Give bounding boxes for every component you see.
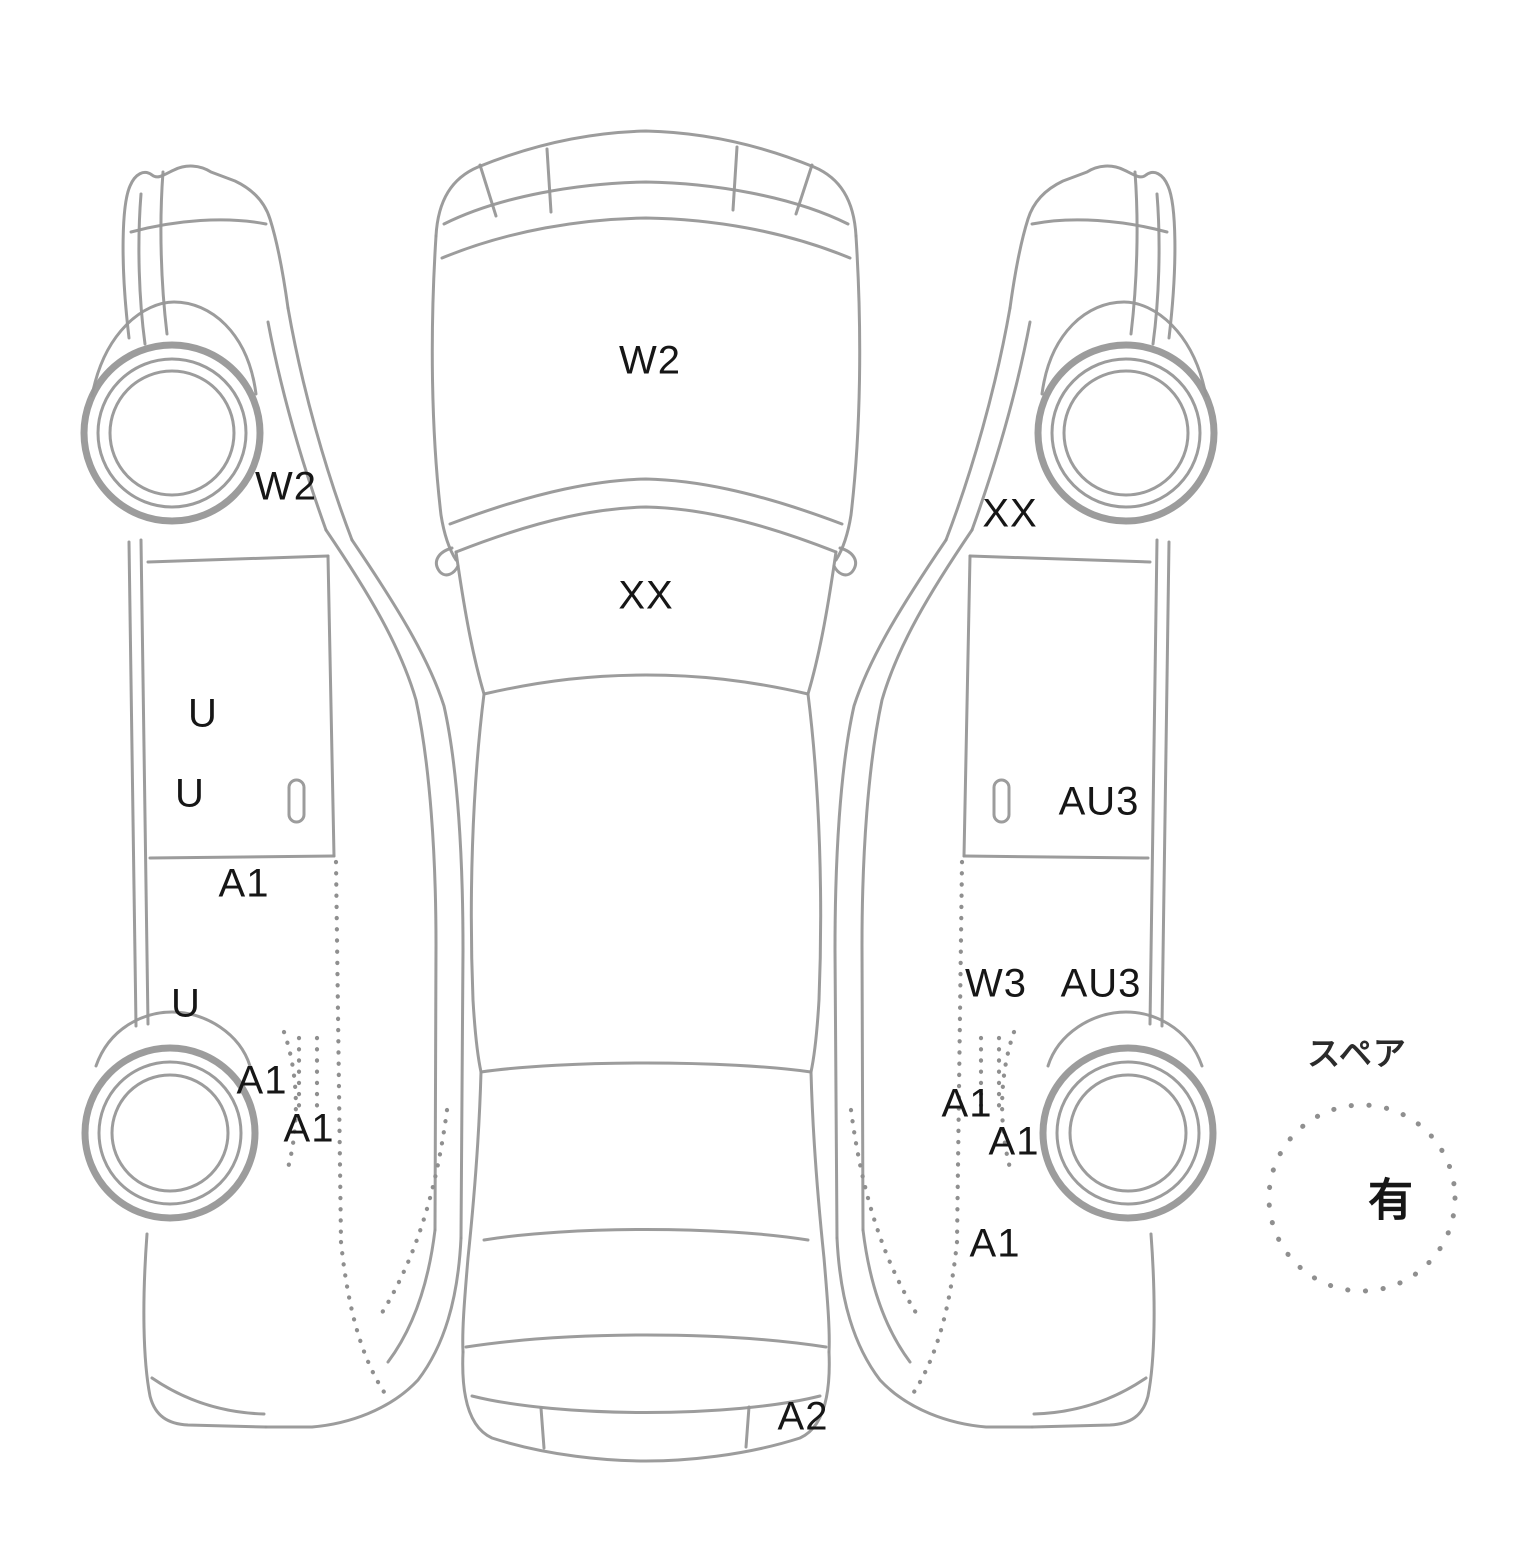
damage-code-right-quarter-w3: W3 <box>965 961 1027 1006</box>
top-view-outline <box>430 129 862 1463</box>
repair-dotted-lines <box>281 859 450 1395</box>
damage-code-top-windshield: XX <box>618 573 674 618</box>
damage-code-top-rear-bumper: A2 <box>777 1394 829 1439</box>
damage-code-left-quarter-lower: A1 <box>283 1106 335 1151</box>
damage-code-right-quarter-a1-mid: A1 <box>988 1119 1040 1164</box>
damage-code-left-front-door-upper: U <box>188 691 218 736</box>
damage-code-left-quarter-upper: A1 <box>236 1058 288 1103</box>
damage-code-left-rear-door: A1 <box>218 861 270 906</box>
spare-tire-circle <box>1266 1102 1458 1294</box>
damage-code-right-front-door: AU3 <box>1058 779 1140 824</box>
spare-tire-label: スペア <box>1307 1035 1407 1072</box>
spare-tire-value: 有 <box>1367 1174 1415 1226</box>
damage-code-right-front-fender: XX <box>982 491 1038 536</box>
damage-code-left-front-fender: W2 <box>255 464 317 509</box>
damage-code-left-front-door-lower: U <box>175 771 205 816</box>
wheel-icon <box>80 341 264 1222</box>
damage-code-left-rocker: U <box>171 981 201 1026</box>
right-side-view-outline <box>835 166 1214 1427</box>
damage-code-right-quarter-a1-upper: A1 <box>941 1081 993 1126</box>
damage-code-right-rear-bumper: A1 <box>969 1221 1021 1266</box>
side-view-outline <box>80 164 465 1429</box>
damage-code-right-quarter-au3: AU3 <box>1060 961 1142 1006</box>
damage-code-top-hood: W2 <box>619 338 681 383</box>
